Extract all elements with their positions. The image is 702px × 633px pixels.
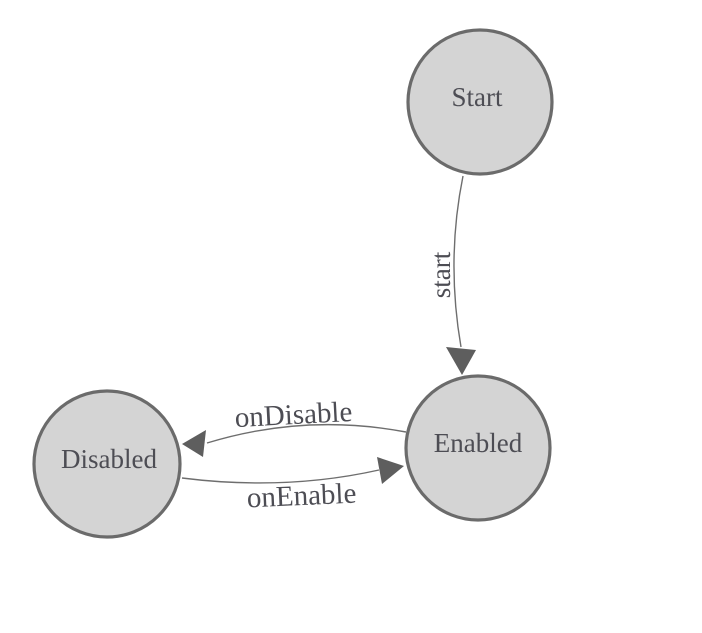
state-node-disabled[interactable]: Disabled (32, 389, 182, 539)
state-circle-enabled[interactable] (404, 374, 552, 522)
state-circle-disabled[interactable] (32, 389, 182, 539)
state-label-start: Start (452, 82, 503, 112)
transition-enabled-to-disabled: onDisable (182, 396, 407, 457)
transition-label-start: start (426, 251, 456, 298)
arrowhead-left-icon (182, 430, 206, 457)
transition-label-onenable: onEnable (246, 478, 357, 515)
transition-disabled-to-enabled: onEnable (181, 457, 404, 515)
transition-label-ondisable: onDisable (234, 396, 353, 434)
state-node-start[interactable]: Start (406, 28, 554, 176)
transition-line-start (453, 175, 464, 348)
transition-line-onenable (181, 469, 380, 484)
transition-start-to-enabled: start (426, 175, 476, 375)
state-node-enabled[interactable]: Enabled (404, 374, 552, 522)
state-circle-start[interactable] (406, 28, 554, 176)
transition-line-ondisable (206, 423, 407, 444)
arrowhead-down-icon (446, 347, 476, 375)
state-label-disabled: Disabled (61, 444, 157, 474)
arrowhead-right-icon (377, 457, 404, 484)
state-label-enabled: Enabled (434, 428, 523, 458)
